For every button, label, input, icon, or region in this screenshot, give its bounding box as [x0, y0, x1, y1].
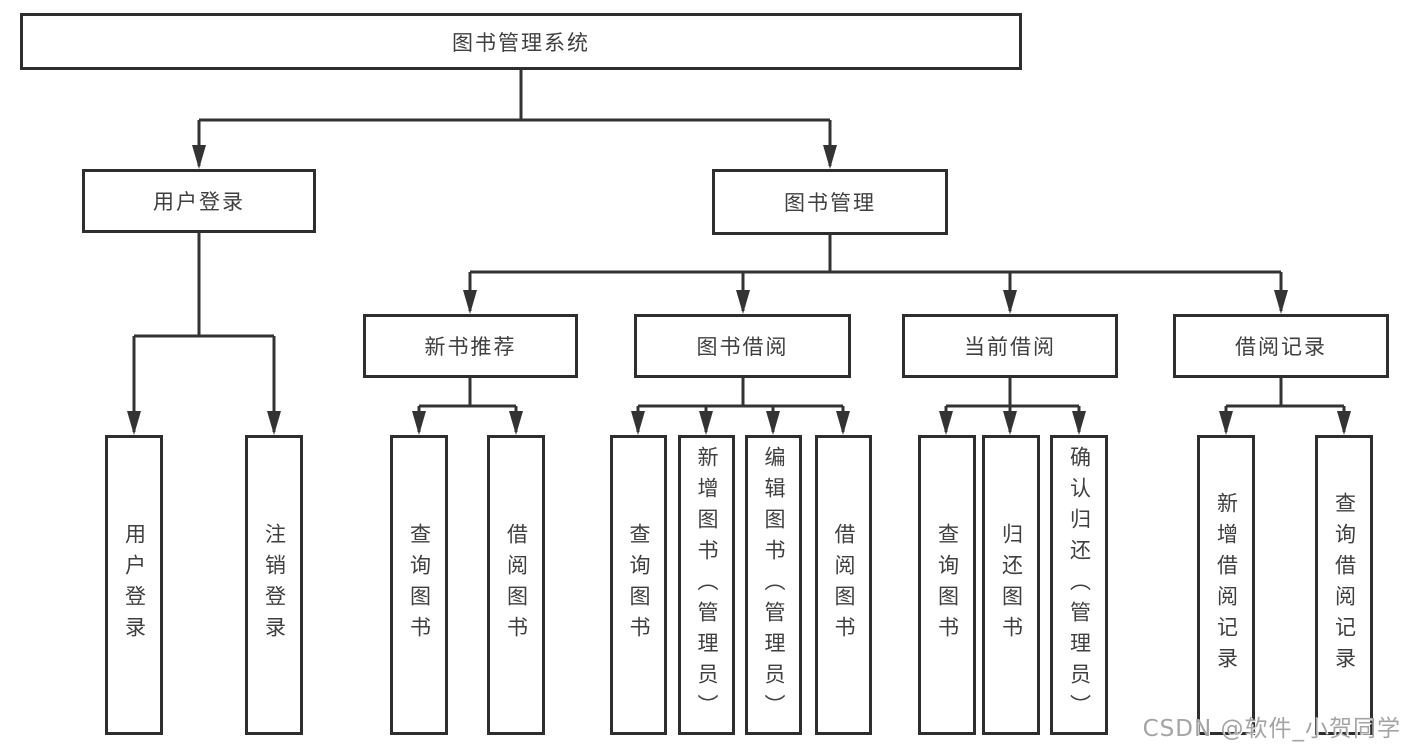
leaf-record-query-borrow-record: 查询借阅记录 [1315, 435, 1373, 735]
arrowhead-icon [192, 145, 206, 169]
arrowhead-icon [1337, 411, 1351, 435]
arrowhead-icon [267, 411, 281, 435]
leaf-user-login: 用户登录 [105, 435, 163, 735]
arrowhead-icon [939, 411, 953, 435]
arrowhead-icon [127, 411, 141, 435]
arrowhead-icon [463, 290, 477, 314]
csdn-watermark: CSDN @软件_小贺同学 [1142, 716, 1401, 742]
connector-new-book-to-leaves [417, 378, 518, 432]
arrowhead-icon [509, 411, 523, 435]
leaf-borrow-add-book-admin: 新增图书（管理员） [678, 435, 735, 735]
arrowhead-icon [766, 411, 780, 435]
arrowhead-icon [823, 145, 837, 169]
node-user-login: 用户登录 [82, 169, 316, 233]
arrowhead-icon [1219, 411, 1233, 435]
leaf-logout: 注销登录 [245, 435, 303, 735]
arrowhead-icon [1072, 411, 1086, 435]
arrowhead-icon [699, 411, 713, 435]
leaf-current-query-book: 查询图书 [918, 435, 976, 735]
arrowhead-icon [412, 411, 426, 435]
connector-book-mgmt-to-level3 [468, 235, 1283, 311]
leaf-borrow-edit-book-admin: 编辑图书（管理员） [745, 435, 802, 735]
arrowhead-icon [736, 290, 750, 314]
leaf-current-return-book: 归还图书 [982, 435, 1040, 735]
leaf-newbook-query-book: 查询图书 [390, 435, 448, 735]
leaf-current-confirm-return-admin: 确认归还（管理员） [1050, 435, 1108, 735]
arrowhead-icon [1274, 290, 1288, 314]
node-current-borrow: 当前借阅 [902, 314, 1118, 378]
connector-borrow-record-to-leaves [1224, 378, 1346, 432]
arrowhead-icon [836, 411, 850, 435]
arrowhead-icon [631, 411, 645, 435]
node-borrow-record: 借阅记录 [1173, 314, 1389, 378]
connector-root-to-level2 [197, 69, 832, 166]
arrowhead-icon [1003, 290, 1017, 314]
node-new-book-recommend: 新书推荐 [363, 314, 578, 378]
leaf-borrow-borrow-book: 借阅图书 [815, 435, 872, 735]
arrowhead-icon [1003, 411, 1017, 435]
leaf-newbook-borrow-book: 借阅图书 [487, 435, 545, 735]
connector-book-borrow-to-leaves [636, 378, 845, 432]
leaf-borrow-query-book: 查询图书 [610, 435, 667, 735]
node-root-system: 图书管理系统 [20, 13, 1022, 70]
connector-user-login-to-leaves [132, 233, 276, 432]
leaf-record-add-borrow-record: 新增借阅记录 [1197, 435, 1255, 735]
node-book-management: 图书管理 [712, 169, 948, 235]
node-book-borrow: 图书借阅 [634, 314, 851, 378]
